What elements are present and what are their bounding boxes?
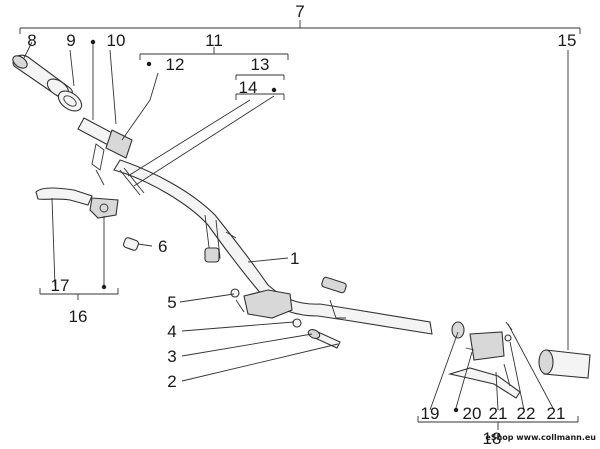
callout-1: 1 bbox=[290, 249, 299, 268]
shop-footer-text: eShop www.collmann.eu bbox=[485, 433, 596, 442]
callout-6: 6 bbox=[158, 237, 167, 256]
callout-19: 19 bbox=[421, 404, 440, 423]
callout-17: 17 bbox=[51, 276, 70, 295]
sleeve bbox=[123, 237, 139, 251]
callout-9: 9 bbox=[66, 31, 75, 50]
callout-18: 18 bbox=[483, 429, 502, 448]
callout-8: 8 bbox=[27, 31, 36, 50]
bracket-18 bbox=[417, 416, 579, 430]
callout-15: 15 bbox=[558, 31, 577, 50]
throttle-cable bbox=[119, 167, 145, 196]
callout-4: 4 bbox=[167, 322, 176, 341]
master-cylinder bbox=[230, 288, 302, 328]
callout-20: 20 bbox=[463, 404, 482, 423]
handlebar-tube bbox=[113, 159, 433, 335]
bracket-14 bbox=[235, 93, 285, 100]
callout-22: 22 bbox=[517, 404, 536, 423]
callout-3: 3 bbox=[167, 347, 176, 366]
bracket-16 bbox=[39, 288, 119, 300]
callout-2: 2 bbox=[167, 372, 176, 391]
leader-lines bbox=[23, 39, 569, 413]
callout-16: 16 bbox=[69, 307, 88, 326]
callout-13: 13 bbox=[251, 55, 270, 74]
left-brake-lever bbox=[35, 187, 119, 219]
callout-7: 7 bbox=[295, 2, 304, 21]
callout-21b: 21 bbox=[547, 404, 566, 423]
right-brake-lever bbox=[447, 363, 521, 399]
collar bbox=[451, 321, 465, 339]
bracket-11 bbox=[139, 47, 289, 60]
callout-14: 14 bbox=[239, 78, 258, 97]
bracket-13 bbox=[235, 74, 285, 80]
callout-11: 11 bbox=[205, 31, 223, 50]
callout-21a: 21 bbox=[489, 404, 508, 423]
right-switch-housing bbox=[465, 321, 513, 361]
callout-10: 10 bbox=[107, 31, 126, 50]
mount-screws bbox=[307, 329, 341, 349]
callout-5: 5 bbox=[167, 293, 176, 312]
throttle-washers bbox=[46, 78, 83, 112]
throttle-housing bbox=[77, 117, 133, 186]
right-grip bbox=[538, 349, 591, 379]
callout-12: 12 bbox=[166, 55, 185, 74]
bracket-7 bbox=[19, 20, 581, 34]
